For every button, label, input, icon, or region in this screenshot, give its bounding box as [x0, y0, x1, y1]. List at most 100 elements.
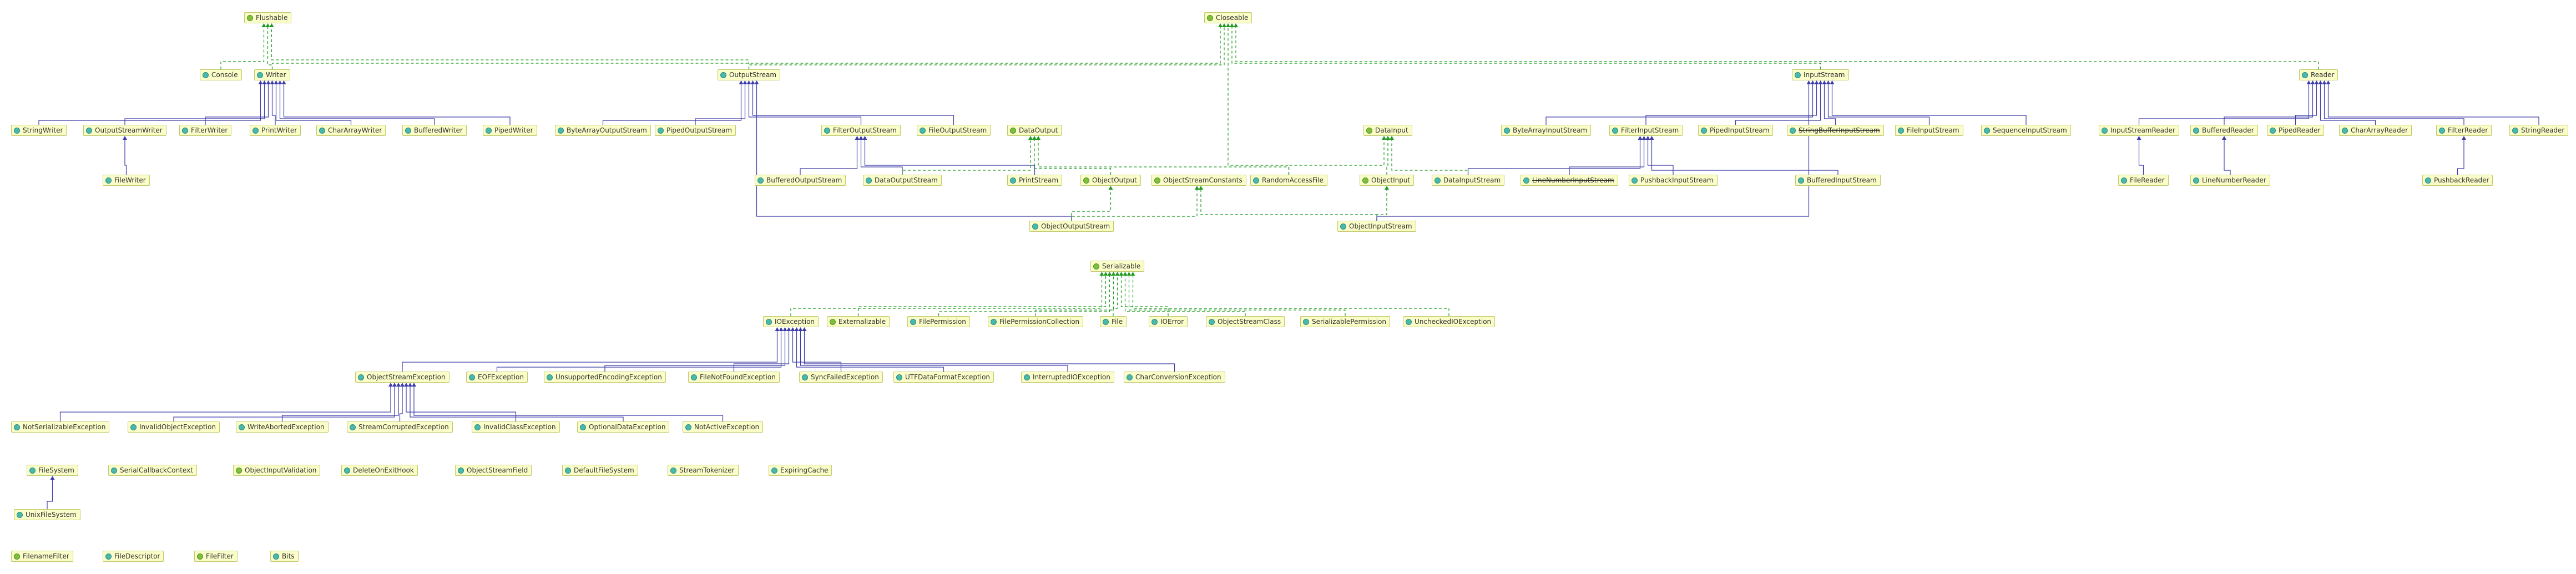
node-ioexception[interactable]: IOException — [763, 316, 819, 327]
node-objectoutputstream[interactable]: ObjectOutputStream — [1029, 221, 1114, 232]
node-label: BufferedOutputStream — [766, 176, 842, 184]
node-unixfilesystem[interactable]: UnixFileSystem — [14, 509, 80, 520]
node-notactiveexception[interactable]: NotActiveException — [683, 421, 764, 433]
node-filepermission[interactable]: FilePermission — [907, 316, 970, 327]
node-charconversionexception[interactable]: CharConversionException — [1124, 372, 1225, 383]
node-streamcorruptedexception[interactable]: StreamCorruptedException — [347, 421, 453, 433]
node-serializablepermission[interactable]: SerializablePermission — [1300, 316, 1390, 327]
node-dataoutput[interactable]: DataOutput — [1007, 125, 1062, 136]
node-printstream[interactable]: PrintStream — [1007, 175, 1063, 186]
node-pipedwriter[interactable]: PipedWriter — [483, 125, 537, 136]
node-inputstream[interactable]: InputStream — [1792, 69, 1849, 80]
node-stringwriter[interactable]: StringWriter — [11, 125, 67, 136]
node-chararrayreader[interactable]: CharArrayReader — [2339, 125, 2412, 136]
node-objectoutput[interactable]: ObjectOutput — [1080, 175, 1141, 186]
node-outputstream[interactable]: OutputStream — [718, 69, 781, 80]
node-linenumberinputstream[interactable]: LineNumberInputStream — [1521, 175, 1618, 186]
node-linenumberreader[interactable]: LineNumberReader — [2190, 175, 2270, 186]
node-filepermissioncollection[interactable]: FilePermissionCollection — [988, 316, 1084, 327]
arrowhead — [261, 23, 266, 27]
node-bits[interactable]: Bits — [270, 551, 299, 562]
node-pipedoutputstream[interactable]: PipedOutputStream — [655, 125, 736, 136]
node-closeable[interactable]: Closeable — [1204, 12, 1252, 23]
node-flushable[interactable]: Flushable — [244, 12, 292, 23]
node-filenamefilter[interactable]: FilenameFilter — [11, 551, 73, 562]
node-objectstreamclass[interactable]: ObjectStreamClass — [1206, 316, 1285, 327]
node-filterinputstream[interactable]: FilterInputStream — [1609, 125, 1683, 136]
node-ioerror[interactable]: IOError — [1149, 316, 1188, 327]
node-file[interactable]: File — [1100, 316, 1127, 327]
node-invalidobjectexception[interactable]: InvalidObjectException — [128, 421, 220, 433]
node-stringreader[interactable]: StringReader — [2509, 125, 2569, 136]
node-optionaldataexception[interactable]: OptionalDataException — [577, 421, 670, 433]
node-filesystem[interactable]: FileSystem — [27, 465, 78, 476]
node-bufferedreader[interactable]: BufferedReader — [2190, 125, 2258, 136]
node-bytearrayinputstream[interactable]: ByteArrayInputStream — [1501, 125, 1592, 136]
node-notserializableexception[interactable]: NotSerializableException — [11, 421, 110, 433]
node-objectstreamfield[interactable]: ObjectStreamField — [455, 465, 532, 476]
node-label: DataInputStream — [1443, 176, 1501, 184]
node-pushbackreader[interactable]: PushbackReader — [2422, 175, 2493, 186]
node-filedescriptor[interactable]: FileDescriptor — [103, 551, 164, 562]
node-fileoutputstream[interactable]: FileOutputStream — [917, 125, 991, 136]
node-interruptedioexception[interactable]: InterruptedIOException — [1021, 372, 1114, 383]
node-label: FilenameFilter — [23, 552, 69, 560]
node-filereader[interactable]: FileReader — [2118, 175, 2169, 186]
edge-sequenceinputstream-to-inputstream — [1831, 84, 2027, 125]
node-pipedinputstream[interactable]: PipedInputStream — [1698, 125, 1774, 136]
node-unsupportedencodingexception[interactable]: UnsupportedEncodingException — [544, 372, 666, 383]
node-label: OutputStreamWriter — [95, 126, 163, 134]
arrowhead — [862, 136, 867, 140]
node-bufferedoutputstream[interactable]: BufferedOutputStream — [755, 175, 846, 186]
node-deleteonexithook[interactable]: DeleteOnExitHook — [341, 465, 418, 476]
node-eofexception[interactable]: EOFException — [466, 372, 528, 383]
node-objectstreamexception[interactable]: ObjectStreamException — [355, 372, 449, 383]
node-label: DeleteOnExitHook — [353, 466, 414, 474]
node-writer[interactable]: Writer — [254, 69, 290, 80]
node-serializable[interactable]: Serializable — [1090, 261, 1145, 272]
node-datainput[interactable]: DataInput — [1363, 125, 1412, 136]
node-objectinputvalidation[interactable]: ObjectInputValidation — [233, 465, 321, 476]
node-filefilter[interactable]: FileFilter — [194, 551, 238, 562]
interface-icon — [1207, 14, 1213, 21]
edge-linenumberreader-to-bufferedreader — [2224, 140, 2231, 175]
node-defaultfilesystem[interactable]: DefaultFileSystem — [562, 465, 638, 476]
node-filenotfoundexception[interactable]: FileNotFoundException — [688, 372, 780, 383]
node-inputstreamreader[interactable]: InputStreamReader — [2099, 125, 2179, 136]
node-dataoutputstream[interactable]: DataOutputStream — [863, 175, 942, 186]
node-objectstreamconstants[interactable]: ObjectStreamConstants — [1151, 175, 1246, 186]
node-fileinputstream[interactable]: FileInputStream — [1895, 125, 1963, 136]
node-objectinput[interactable]: ObjectInput — [1360, 175, 1415, 186]
node-filteroutputstream[interactable]: FilterOutputStream — [821, 125, 901, 136]
node-bytearrayoutputstream[interactable]: ByteArrayOutputStream — [555, 125, 651, 136]
node-datainputstream[interactable]: DataInputStream — [1432, 175, 1505, 186]
node-filterwriter[interactable]: FilterWriter — [179, 125, 232, 136]
node-chararraywriter[interactable]: CharArrayWriter — [316, 125, 386, 136]
interface-icon — [247, 14, 253, 21]
edge-filterinputstream-to-inputstream — [1645, 84, 1817, 125]
node-pipedreader[interactable]: PipedReader — [2267, 125, 2325, 136]
node-invalidclassexception[interactable]: InvalidClassException — [472, 421, 560, 433]
node-syncfailedexception[interactable]: SyncFailedException — [799, 372, 883, 383]
node-expiringcache[interactable]: ExpiringCache — [769, 465, 832, 476]
node-filterreader[interactable]: FilterReader — [2436, 125, 2492, 136]
node-streamtokenizer[interactable]: StreamTokenizer — [668, 465, 739, 476]
node-printwriter[interactable]: PrintWriter — [250, 125, 301, 136]
node-outputstreamwriter[interactable]: OutputStreamWriter — [83, 125, 166, 136]
node-objectinputstream[interactable]: ObjectInputStream — [1337, 221, 1416, 232]
node-externalizable[interactable]: Externalizable — [827, 316, 890, 327]
node-utfdataformatexception[interactable]: UTFDataFormatException — [893, 372, 994, 383]
node-serialcallbackcontext[interactable]: SerialCallbackContext — [108, 465, 197, 476]
node-writeabortedexception[interactable]: WriteAbortedException — [236, 421, 329, 433]
node-bufferedwriter[interactable]: BufferedWriter — [402, 125, 467, 136]
node-label: Writer — [266, 71, 286, 79]
node-bufferedinputstream[interactable]: BufferedInputStream — [1795, 175, 1881, 186]
node-uncheckedioexception[interactable]: UncheckedIOException — [1403, 316, 1496, 327]
node-console[interactable]: Console — [200, 69, 242, 80]
node-randomaccessfile[interactable]: RandomAccessFile — [1250, 175, 1327, 186]
node-filewriter[interactable]: FileWriter — [103, 175, 150, 186]
node-reader[interactable]: Reader — [2299, 69, 2338, 80]
node-sequenceinputstream[interactable]: SequenceInputStream — [1981, 125, 2071, 136]
node-pushbackinputstream[interactable]: PushbackInputStream — [1629, 175, 1718, 186]
node-stringbufferinputstream[interactable]: StringBufferInputStream — [1787, 125, 1884, 136]
